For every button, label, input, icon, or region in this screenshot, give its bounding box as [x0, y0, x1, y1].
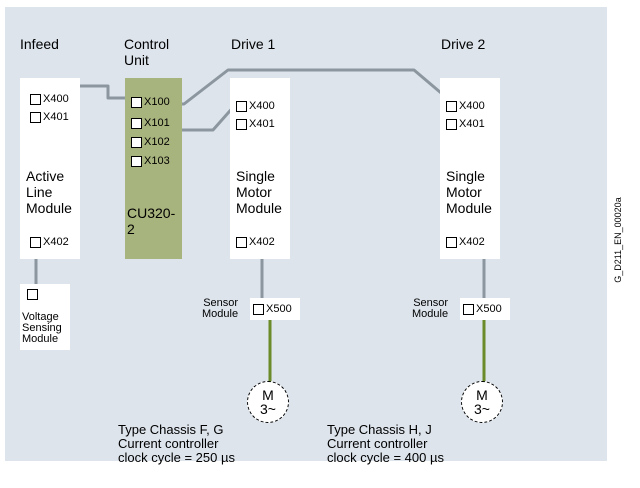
single-motor-module-drive1: X400 X401 Single Motor Module X402	[230, 78, 290, 259]
module-name: CU320-2	[127, 205, 176, 237]
port-square-icon	[236, 100, 247, 112]
sensor-module-label-1: Sensor Module	[202, 297, 239, 320]
voltage-sensing-module: Voltage Sensing Module	[20, 284, 70, 350]
port-square-icon	[131, 117, 142, 129]
diagram-background	[5, 7, 607, 461]
module-name: Single Motor Module	[236, 168, 282, 216]
port-square-icon	[27, 288, 38, 300]
port-x401: X401	[446, 117, 485, 131]
module-name: Single Motor Module	[446, 168, 492, 216]
single-motor-module-drive2: X400 X401 Single Motor Module X402	[440, 78, 500, 259]
port-x401: X401	[236, 117, 275, 131]
port-square-icon	[253, 303, 264, 315]
port-square-icon	[463, 303, 474, 315]
drive-cliq-line-drive2	[138, 68, 448, 106]
port-x402: X402	[446, 235, 485, 249]
port-x402: X402	[30, 235, 69, 249]
port-square-icon	[131, 155, 142, 167]
port-x100: X100	[131, 95, 170, 109]
footnote-chassis-hj: Type Chassis H, J Current controller clo…	[327, 422, 444, 465]
port-square-icon	[446, 236, 457, 248]
control-unit-cu320: X100 X101 X102 X103 CU320-2	[125, 78, 182, 259]
sensor-module-2: X500	[460, 298, 510, 320]
port-x500: X500	[463, 302, 502, 316]
port-x400: X400	[30, 92, 69, 106]
port	[27, 287, 40, 301]
port-x401: X401	[30, 110, 69, 124]
port-square-icon	[446, 118, 457, 130]
port-square-icon	[30, 111, 41, 123]
header-drive-1: Drive 1	[231, 36, 276, 52]
figure-id: G_D211_EN_00020a	[613, 197, 623, 283]
module-name: Voltage Sensing Module	[22, 311, 62, 345]
active-line-module: X400 X401 Active Line Module X402	[20, 78, 80, 259]
port-x402: X402	[236, 235, 275, 249]
header-control-unit: Control Unit	[124, 36, 170, 68]
footnote-chassis-fg: Type Chassis F, G Current controller clo…	[118, 422, 235, 465]
port-square-icon	[131, 96, 142, 108]
port-square-icon	[236, 118, 247, 130]
port-square-icon	[446, 100, 457, 112]
header-infeed: Infeed	[20, 36, 59, 52]
port-square-icon	[131, 136, 142, 148]
port-x400: X400	[236, 99, 275, 113]
header-drive-2: Drive 2	[441, 36, 486, 52]
sensor-module-label-2: Sensor Module	[412, 297, 449, 320]
module-name: Active Line Module	[26, 168, 72, 216]
port-x102: X102	[131, 135, 170, 149]
port-x101: X101	[131, 116, 170, 130]
motor-2-icon: M 3~	[461, 381, 503, 423]
port-square-icon	[30, 236, 41, 248]
motor-1-icon: M 3~	[247, 381, 289, 423]
port-x400: X400	[446, 99, 485, 113]
port-x500: X500	[253, 302, 292, 316]
port-x103: X103	[131, 154, 170, 168]
port-square-icon	[236, 236, 247, 248]
port-square-icon	[30, 93, 41, 105]
sensor-module-1: X500	[250, 298, 300, 320]
